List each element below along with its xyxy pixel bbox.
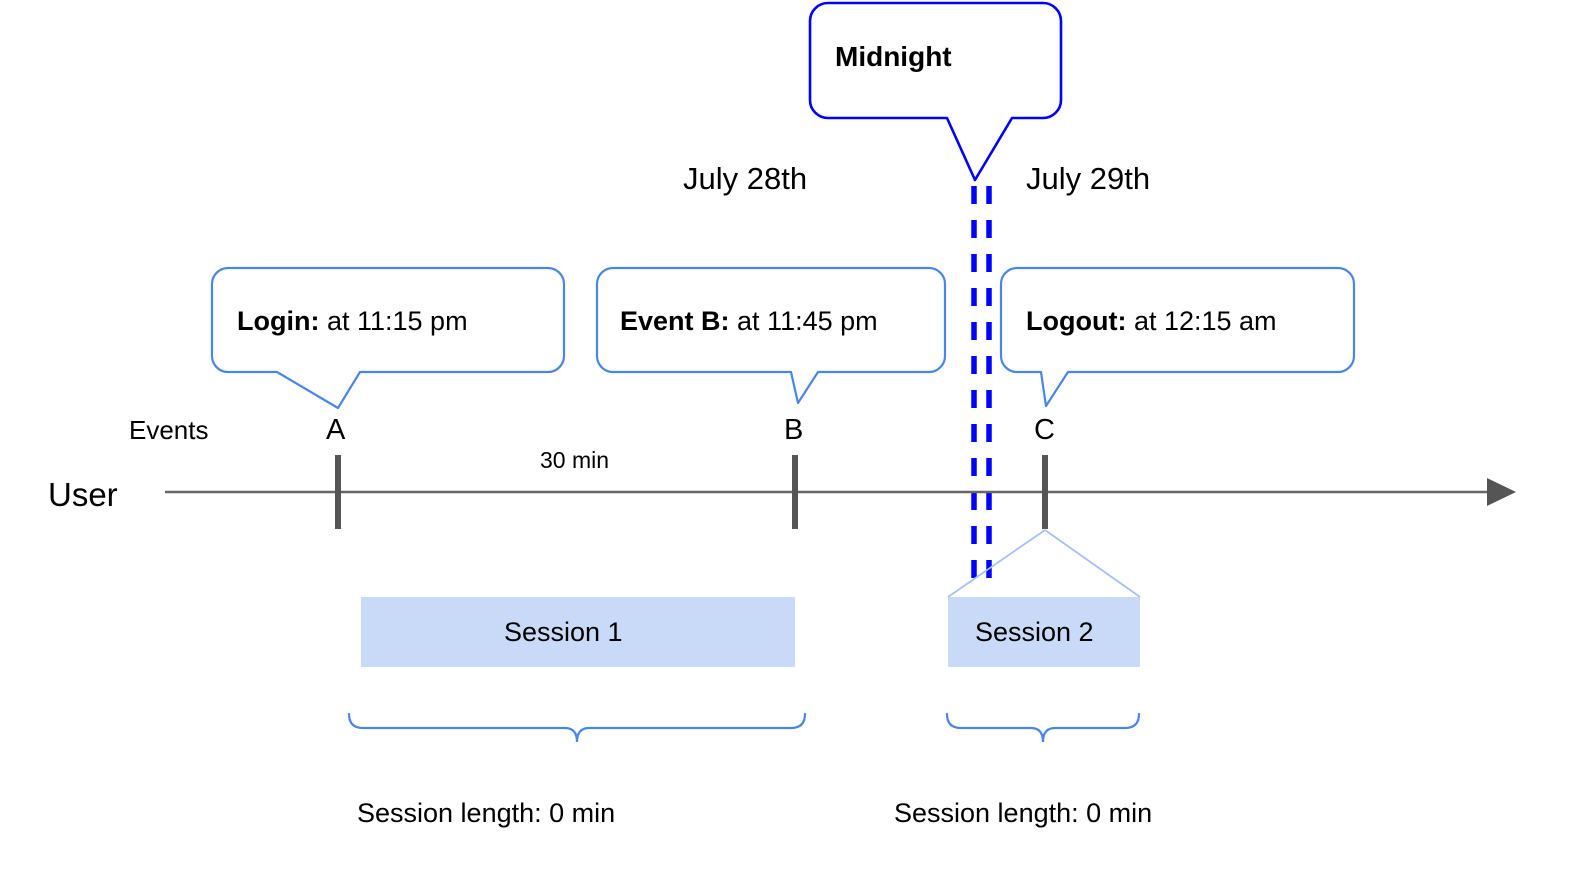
- callout-login-text: Login: at 11:15 pm: [237, 308, 468, 335]
- row-label-events: Events: [129, 415, 209, 445]
- callout-login-shape: [210, 266, 566, 410]
- date-label-july-28: July 28th: [683, 161, 808, 196]
- event-marker-c: C: [1034, 414, 1055, 446]
- session-2-bar: [948, 597, 1140, 667]
- callout-eventb-rest: at 11:45 pm: [729, 306, 878, 336]
- session-2-label: Session 2: [975, 617, 1094, 647]
- callout-logout-text: Logout: at 12:15 am: [1026, 308, 1277, 335]
- session-1-length-label: Session length: 0 min: [357, 798, 616, 828]
- session-1-label: Session 1: [504, 617, 623, 647]
- axis-arrowhead: [1487, 478, 1516, 506]
- midnight-callout-shape: [808, 1, 1063, 182]
- session-1-bar: [361, 597, 795, 667]
- event-marker-b: B: [784, 414, 804, 446]
- session-2-connector: [947, 529, 1141, 598]
- date-label-july-29: July 29th: [1026, 161, 1151, 196]
- callout-eventb-text: Event B: at 11:45 pm: [620, 308, 878, 335]
- callout-eventb-shape: [595, 266, 947, 405]
- callout-logout-shape: [999, 266, 1356, 408]
- session-1-brace: [347, 712, 807, 743]
- session-2-brace: [945, 712, 1141, 743]
- timeline-axis: [165, 478, 1516, 506]
- event-marker-a: A: [326, 414, 346, 446]
- callout-login-rest: at 11:15 pm: [319, 306, 468, 336]
- row-label-user: User: [48, 476, 118, 513]
- event-ticks: [335, 455, 1048, 529]
- callout-login-bold: Login:: [237, 306, 320, 336]
- midnight-label: Midnight: [835, 41, 952, 72]
- session-2-length-label: Session length: 0 min: [894, 798, 1153, 828]
- callout-logout-bold: Logout:: [1026, 306, 1127, 336]
- callout-logout-rest: at 12:15 am: [1126, 306, 1277, 336]
- callout-eventb-bold: Event B:: [620, 306, 730, 336]
- midnight-dashed-lines: [971, 186, 992, 580]
- gap-label-30-min: 30 min: [540, 447, 610, 473]
